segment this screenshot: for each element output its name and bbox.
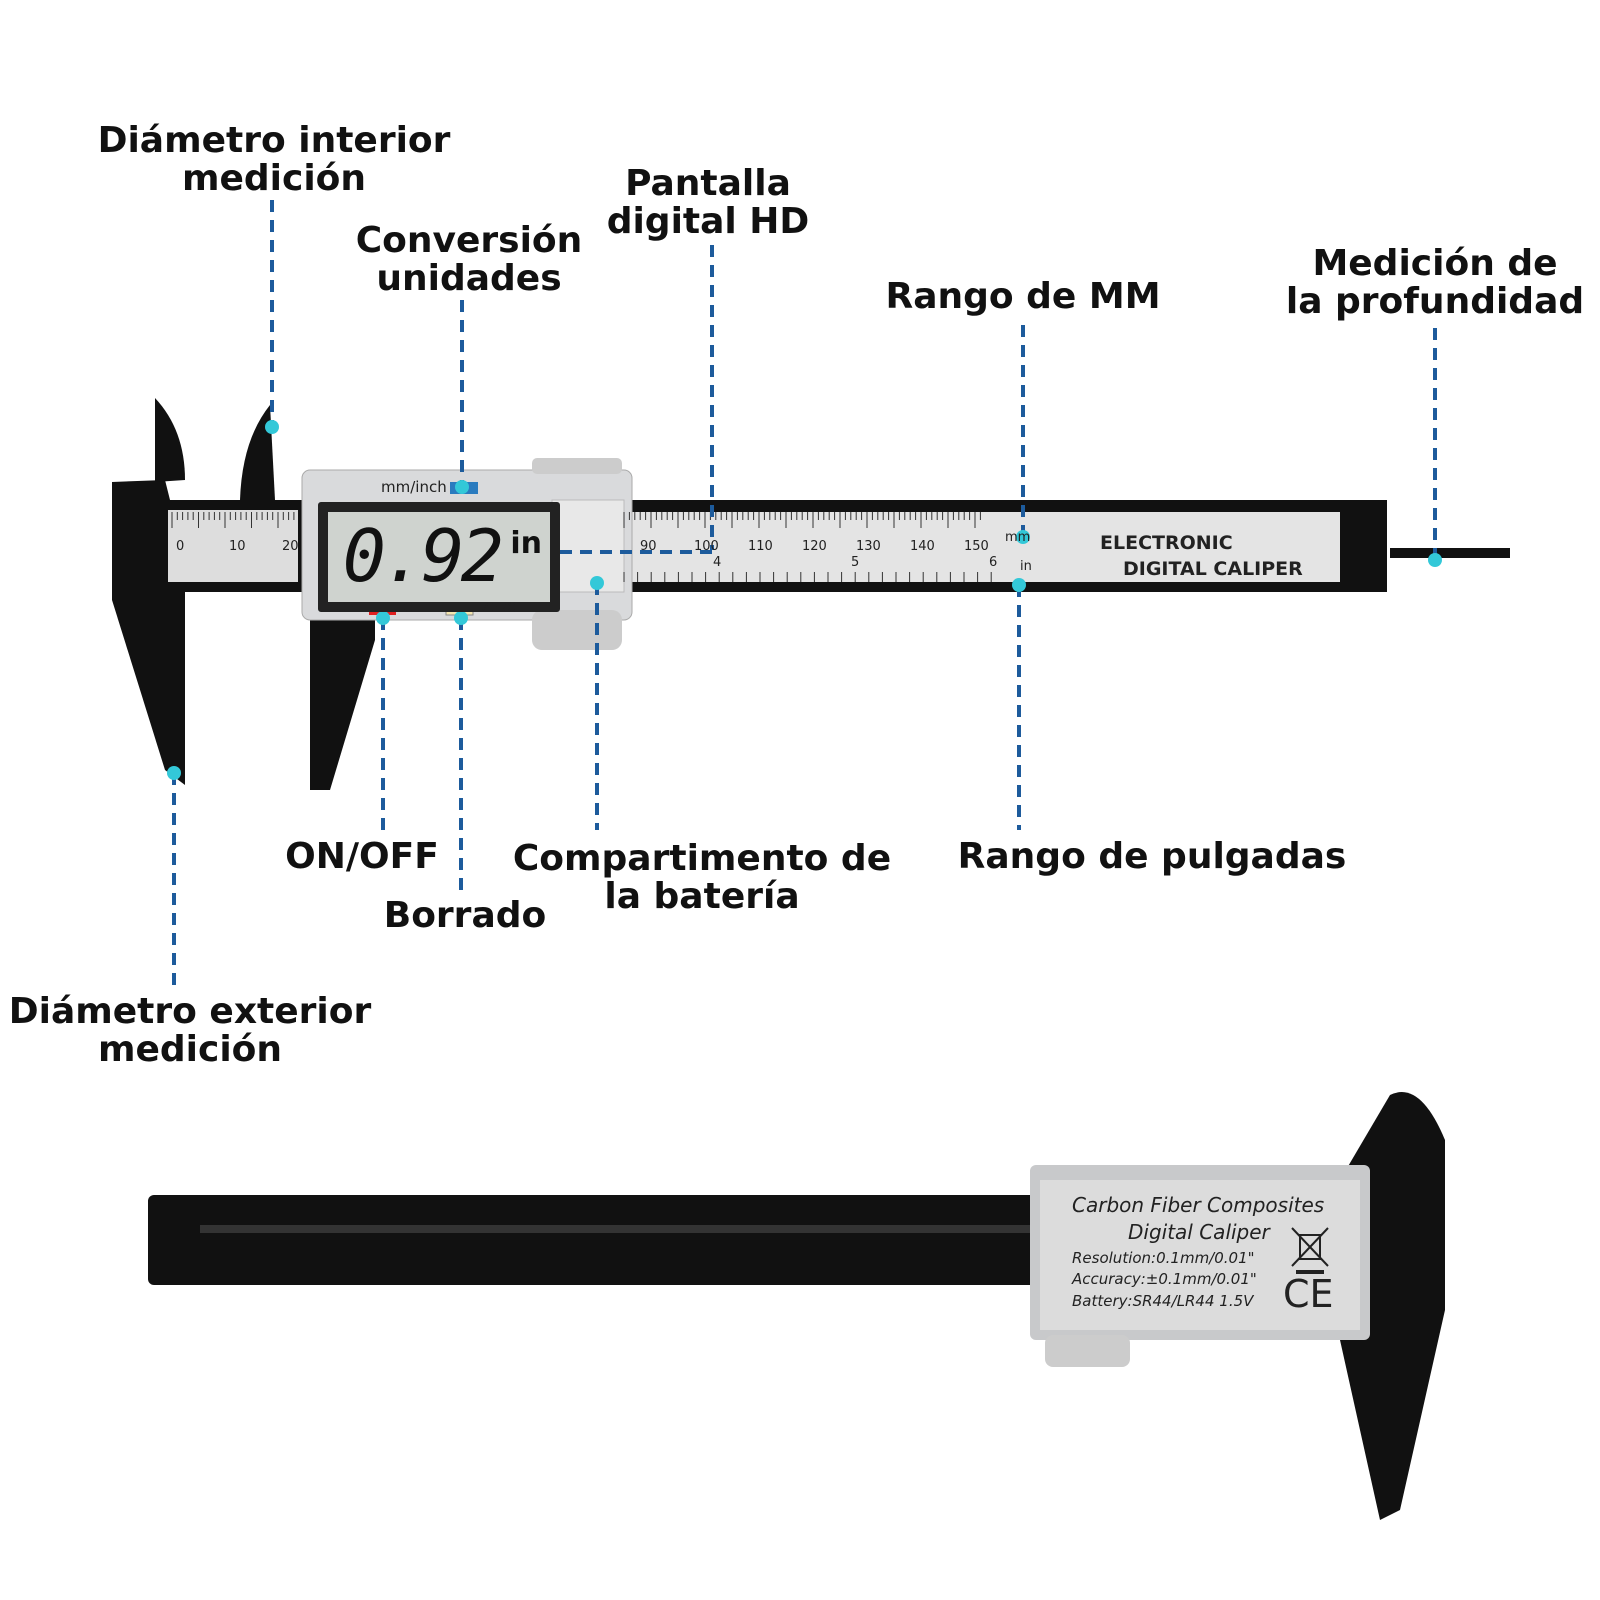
- scale-strip: [620, 512, 1340, 582]
- ce-mark: CE: [1283, 1272, 1334, 1316]
- back-line2: Digital Caliper: [1128, 1220, 1270, 1244]
- battery-compartment: [551, 499, 625, 593]
- label-on-off: ON/OFF: [285, 838, 439, 876]
- back-battery: Battery:SR44/LR44 1.5V: [1072, 1292, 1254, 1310]
- label-line: Rango de pulgadas: [957, 836, 1347, 877]
- tick-label: 120: [802, 539, 827, 554]
- back-line1: Carbon Fiber Composites: [1072, 1193, 1325, 1217]
- label-line: Borrado: [383, 895, 547, 936]
- label-mm-range: Rango de MM: [885, 278, 1160, 316]
- off-label: OFF: [336, 601, 362, 616]
- tick-label: 90: [640, 539, 657, 554]
- tick-label: 100: [694, 539, 719, 554]
- tick-label: 0: [176, 539, 185, 554]
- tick-label: 130: [856, 539, 881, 554]
- label-line: Compartimento de: [512, 838, 892, 879]
- back-accuracy: Accuracy:±0.1mm/0.01": [1072, 1270, 1257, 1288]
- back-thumb-wheel: [1045, 1335, 1130, 1367]
- on-label: ON: [403, 601, 423, 616]
- tick-label: 150: [964, 539, 989, 554]
- label-line: Conversión: [355, 220, 583, 261]
- tick-label: 140: [910, 539, 935, 554]
- moving-inner-jaw: [240, 405, 275, 500]
- tick-label: 4: [713, 555, 722, 570]
- tick-label: 20: [282, 539, 299, 554]
- ruler-ticks: [171, 512, 992, 582]
- label-line: Pantalla: [625, 163, 791, 204]
- inch-marker: in: [1020, 559, 1032, 574]
- back-beam: [148, 1195, 1038, 1285]
- back-resolution: Resolution:0.1mm/0.01": [1072, 1249, 1255, 1267]
- weee-bin-icon: [1291, 1227, 1329, 1274]
- fixed-inner-jaw: [155, 398, 185, 482]
- tick-label: 10: [229, 539, 246, 554]
- depth-rod: [1390, 548, 1510, 558]
- beam-title-2: DIGITAL CALIPER: [1123, 558, 1303, 580]
- label-line: la batería: [604, 876, 800, 917]
- mm-marker: mm: [1005, 530, 1031, 545]
- label-line: unidades: [376, 258, 562, 299]
- tick-label: 6: [989, 555, 998, 570]
- label-line: Medición de: [1312, 243, 1558, 284]
- thumb-wheel: [532, 458, 622, 650]
- lcd-reading: 0.92: [342, 514, 504, 598]
- beam-title-1: ELECTRONIC: [1100, 532, 1233, 554]
- lcd-unit: in: [510, 526, 542, 561]
- mm-inch-label: mm/inch: [381, 478, 447, 496]
- label-line: la profundidad: [1285, 281, 1585, 322]
- label-line: digital HD: [606, 201, 810, 242]
- label-line: Diámetro interior: [97, 120, 451, 161]
- zero-label: ZERO: [481, 601, 518, 616]
- label-zero: Borrado: [384, 897, 546, 935]
- lcd-display: 0.92 in: [318, 502, 560, 612]
- label-line: Diámetro exterior: [8, 991, 372, 1032]
- mm-scale-left: [168, 510, 298, 582]
- tick-label: 5: [851, 555, 860, 570]
- leader-lines: [172, 200, 1437, 985]
- label-line: medición: [97, 1029, 283, 1070]
- label-line: medición: [181, 158, 367, 199]
- moving-outer-jaw: [310, 620, 375, 790]
- tick-label: 110: [748, 539, 773, 554]
- label-line: ON/OFF: [285, 836, 439, 877]
- label-inch-range: Rango de pulgadas: [958, 838, 1347, 876]
- label-line: Rango de MM: [885, 276, 1161, 317]
